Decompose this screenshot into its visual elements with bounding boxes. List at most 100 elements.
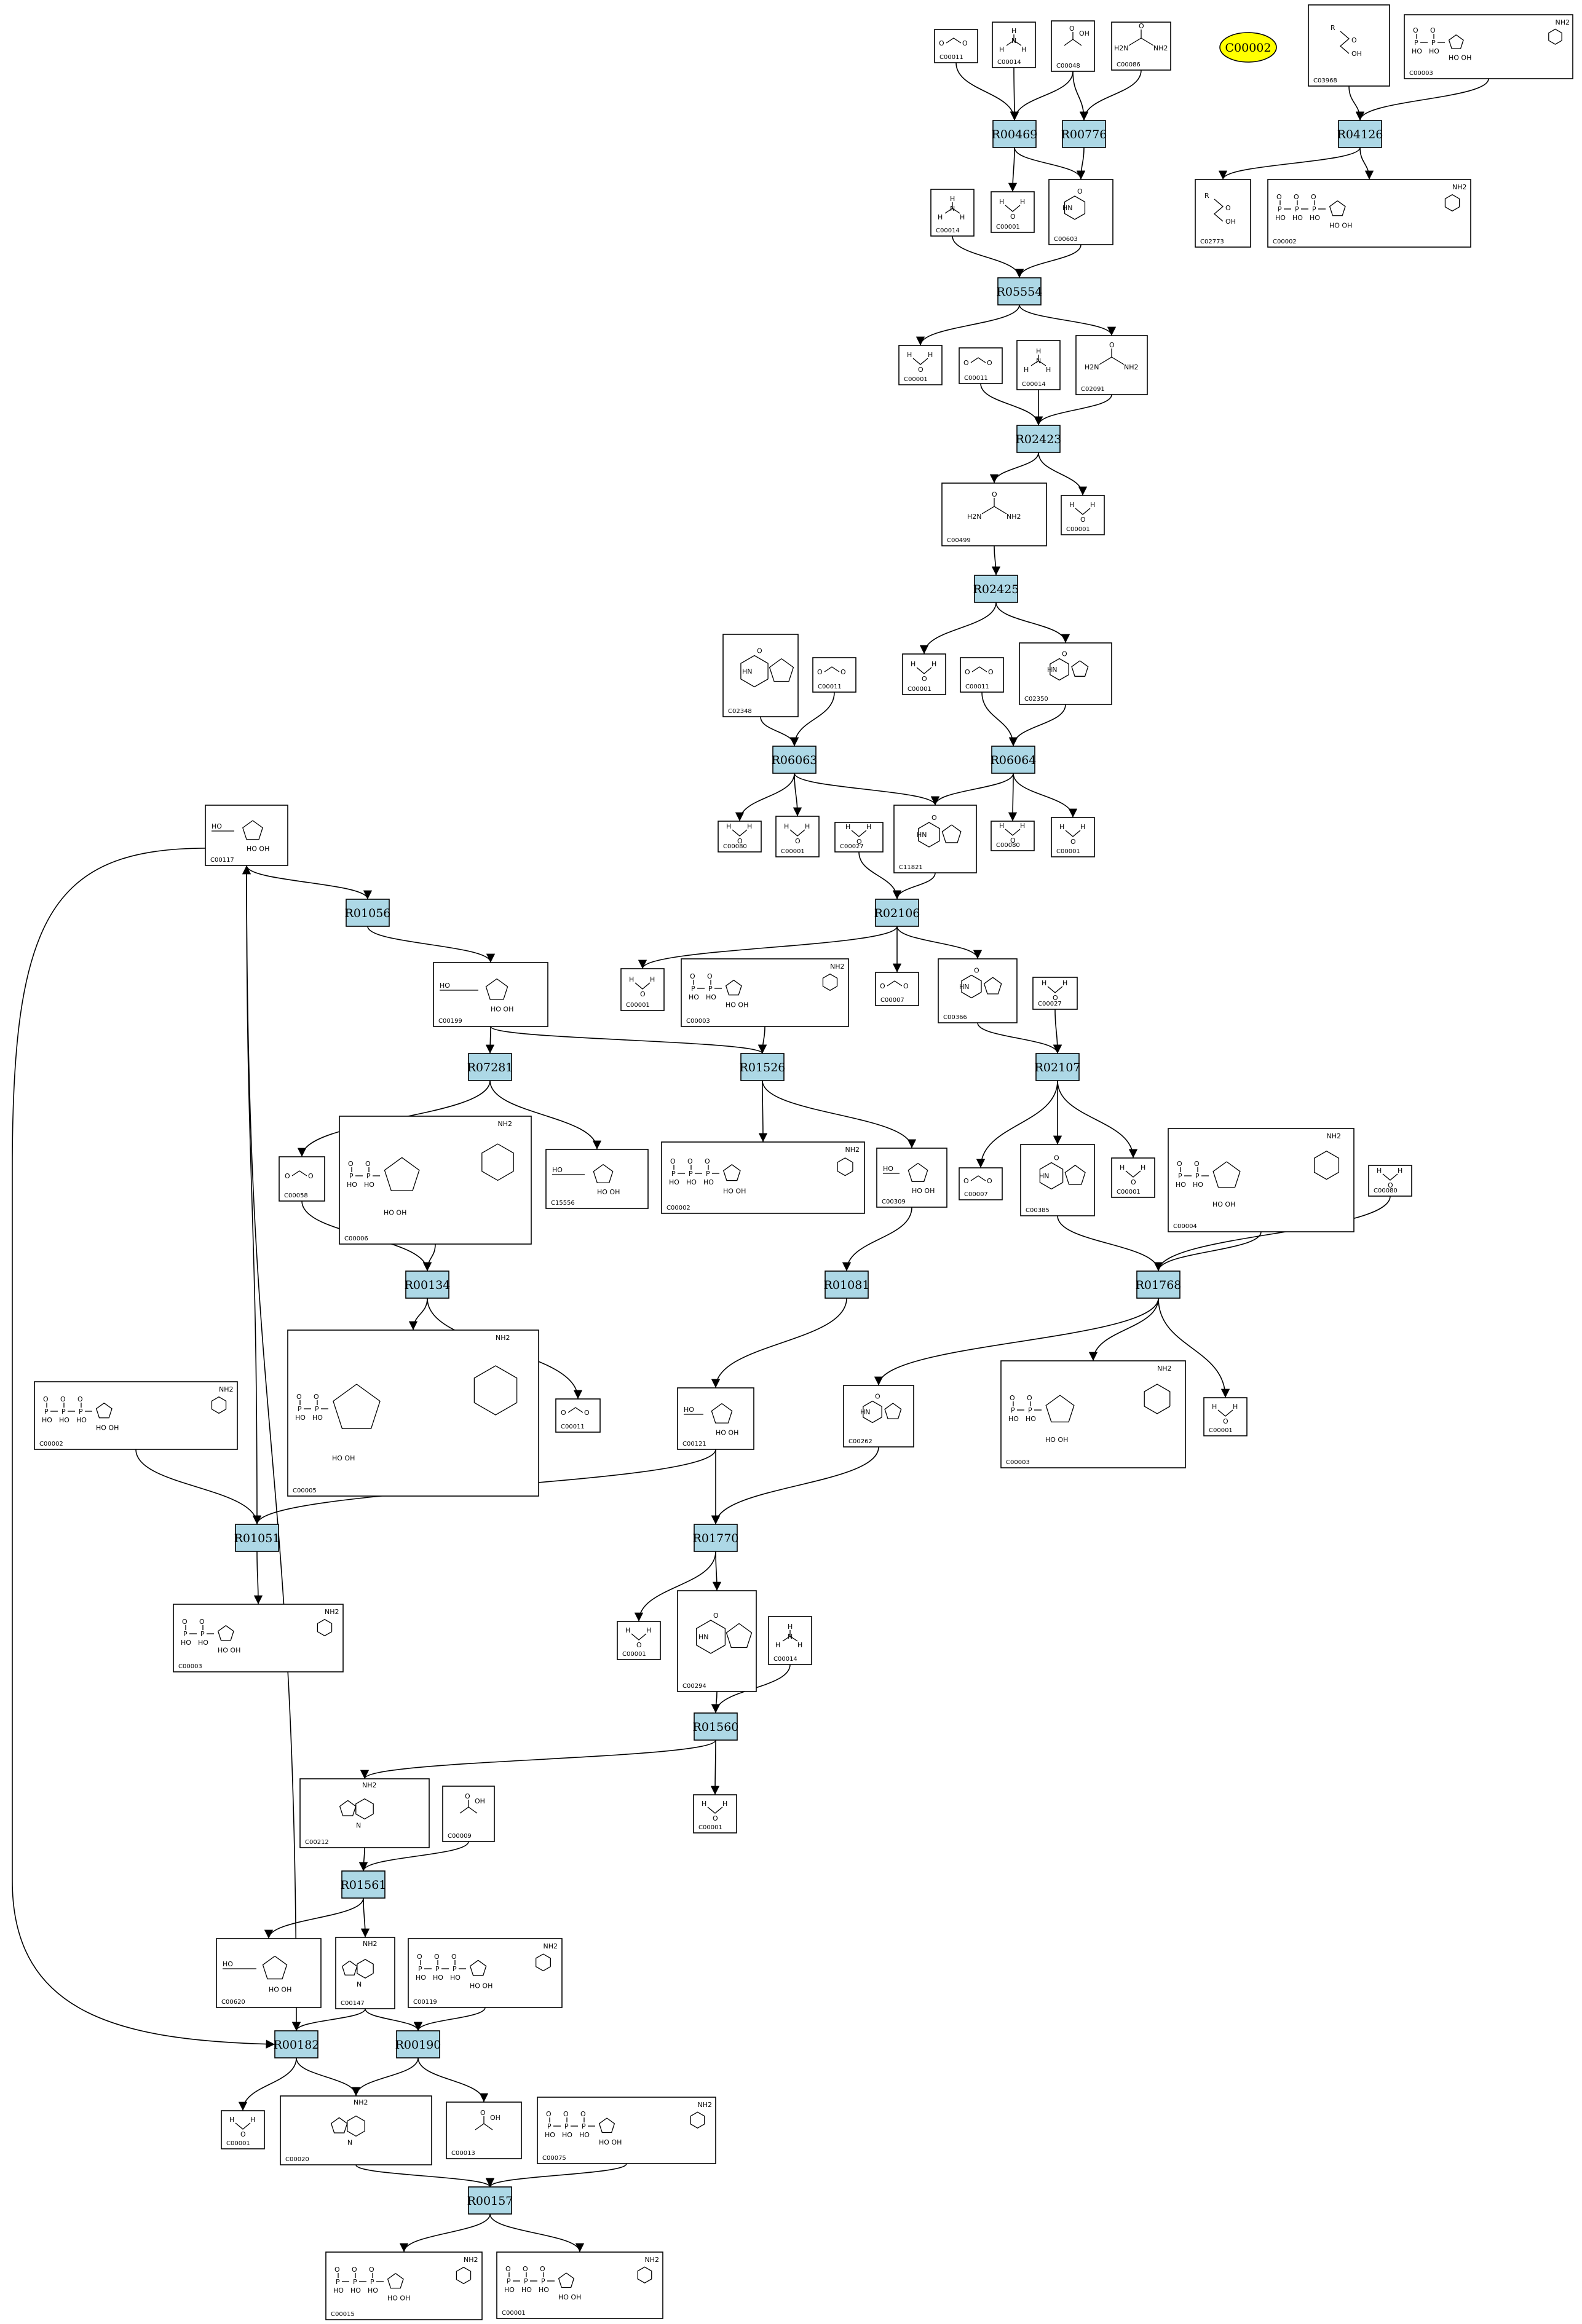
reaction-node[interactable]: R07281 xyxy=(467,1053,513,1081)
reaction-node[interactable]: R02423 xyxy=(1016,425,1062,453)
reaction-node[interactable]: R01526 xyxy=(740,1053,786,1081)
reaction-box xyxy=(1016,425,1061,453)
reaction-node[interactable]: R01770 xyxy=(693,1524,739,1552)
highlight-node[interactable]: C00002 xyxy=(1219,32,1277,63)
reaction-node[interactable]: R05554 xyxy=(997,277,1043,305)
svg-text:O: O xyxy=(480,2109,486,2117)
svg-text:O: O xyxy=(1010,1394,1015,1402)
reaction-node[interactable]: R06064 xyxy=(991,746,1037,774)
reaction-node[interactable]: R00182 xyxy=(274,2030,320,2058)
reaction-edge xyxy=(355,2164,495,2188)
reaction-node[interactable]: R01051 xyxy=(234,1524,280,1552)
reaction-node[interactable]: R00776 xyxy=(1061,120,1107,148)
reaction-node[interactable]: R00157 xyxy=(467,2186,513,2215)
compound-id: C02773 xyxy=(1200,238,1224,245)
reaction-node[interactable]: R01560 xyxy=(693,1712,739,1741)
reaction-node[interactable]: R01081 xyxy=(824,1270,870,1299)
reaction-node[interactable]: R02107 xyxy=(1035,1053,1081,1081)
reaction-node[interactable]: R02425 xyxy=(973,575,1019,603)
reaction-node[interactable]: R00469 xyxy=(992,120,1038,148)
reaction-node[interactable]: R02106 xyxy=(874,899,920,927)
reaction-node[interactable]: R01561 xyxy=(341,1870,387,1899)
reaction-node[interactable]: R00190 xyxy=(395,2030,441,2058)
reaction-edge xyxy=(1057,1080,1138,1159)
reaction-node[interactable]: R04126 xyxy=(1337,120,1383,148)
reaction-edge xyxy=(1014,244,1082,278)
reaction-node[interactable]: R00134 xyxy=(405,1270,451,1299)
reaction-node[interactable]: R01056 xyxy=(345,899,391,927)
reaction-node[interactable]: R01768 xyxy=(1136,1270,1182,1299)
reaction-edge xyxy=(793,773,802,817)
reaction-node[interactable]: R06063 xyxy=(772,746,818,774)
